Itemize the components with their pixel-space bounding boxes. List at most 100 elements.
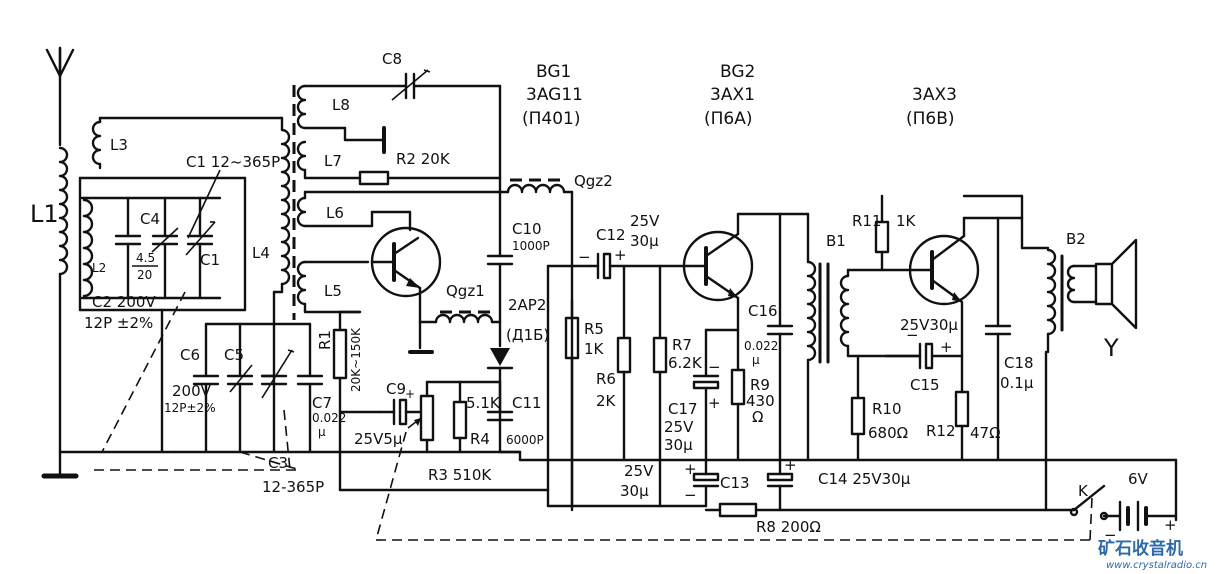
label-r8: R8 200Ω — [756, 518, 821, 536]
label-c2-value: 12P ±2% — [84, 314, 153, 332]
antenna-symbol — [45, 46, 75, 147]
label-switch: K — [1078, 482, 1089, 500]
label-c6: C6 — [180, 346, 200, 364]
watermark-url: www.crystalradio.cn — [1106, 560, 1207, 571]
label-c12-minus: − — [578, 248, 591, 266]
label-c12-c: 30μ — [630, 232, 659, 250]
resistor-r9 — [730, 328, 746, 454]
label-c18-value: 0.1μ — [1000, 374, 1034, 392]
capacitor-c17 — [692, 328, 720, 454]
label-qgz1: Qgz1 — [446, 282, 485, 300]
label-battery-minus: − — [1104, 526, 1117, 544]
label-c15-plus: + — [940, 338, 953, 356]
capacitor-c15 — [884, 342, 964, 370]
label-c6-value: 200V — [172, 382, 212, 400]
label-r4-value: 5.1K — [466, 394, 501, 412]
label-r2: R2 20K — [396, 150, 451, 168]
label-r1: R1 — [316, 330, 334, 350]
capacitor-c12 — [588, 252, 690, 280]
battery-6v — [1102, 500, 1178, 532]
label-c1-range: C1 12~365P — [186, 153, 280, 171]
label-l2: L2 — [92, 261, 106, 275]
label-l8: L8 — [332, 96, 350, 114]
label-c13: C13 — [720, 474, 750, 492]
label-r10: R10 — [872, 400, 902, 418]
capacitor-c13 — [692, 458, 720, 508]
label-r3: R3 510K — [428, 466, 492, 484]
watermark-text: 矿石收音机 — [1098, 538, 1183, 559]
transistor-bg2 — [682, 212, 810, 332]
label-r5: R5 — [584, 320, 604, 338]
label-c12: C12 — [596, 226, 626, 244]
capacitor-c9 — [378, 398, 422, 426]
resistor-r2 — [358, 170, 502, 186]
label-l6: L6 — [326, 204, 344, 222]
capacitor-c6 — [192, 322, 220, 454]
label-r10-value: 680Ω — [868, 424, 908, 442]
coil-l7 — [296, 140, 362, 180]
label-c5: C5 — [224, 346, 244, 364]
label-c17-plus: + — [708, 394, 721, 412]
label-c8: C8 — [382, 50, 402, 68]
label-c18: C18 — [1004, 354, 1034, 372]
coil-l6 — [296, 190, 502, 232]
resistor-r7 — [652, 264, 668, 508]
label-c16-unit: μ — [752, 353, 760, 367]
potentiometer-r3 — [407, 380, 502, 454]
capacitor-c14 — [766, 458, 794, 512]
capacitor-c18 — [984, 216, 1012, 462]
label-r12: R12 — [926, 422, 956, 440]
label-c3-range: 12-365P — [262, 478, 324, 496]
label-r9-value: 430 — [746, 392, 775, 410]
label-c7-unit: μ — [318, 425, 326, 439]
label-c17-v: 25V — [664, 418, 694, 436]
choke-qgz1 — [408, 310, 502, 354]
capacitor-c11 — [486, 380, 514, 422]
label-c15: C15 — [910, 376, 940, 394]
capacitor-c3 — [260, 349, 295, 399]
transistor-bg1 — [370, 226, 442, 324]
resistor-r4 — [452, 380, 468, 454]
label-r9-unit: Ω — [752, 408, 763, 426]
label-c13-minus: − — [684, 486, 697, 504]
label-speaker: Y — [1103, 334, 1119, 362]
label-battery: 6V — [1128, 470, 1149, 488]
label-c2: C2 200V — [92, 293, 156, 311]
label-r11-value: 1K — [896, 212, 917, 230]
transistor-bg3 — [908, 216, 1024, 358]
label-c9: C9 — [386, 380, 406, 398]
coil-l3 — [91, 116, 284, 170]
transformer-b2 — [1020, 194, 1098, 512]
ground-left — [41, 450, 79, 479]
label-battery-plus: + — [1164, 516, 1177, 534]
label-c9-value: 25V5μ — [354, 430, 403, 448]
speaker-icon — [1094, 238, 1138, 330]
label-r6: R6 — [596, 370, 616, 388]
label-c11-value: 6000P — [506, 433, 544, 447]
label-c10-value: 1000P — [512, 239, 550, 253]
label-c14-plus: + — [784, 456, 797, 474]
label-c12-plus: + — [614, 246, 627, 264]
capacitor-c8 — [391, 69, 502, 101]
coil-l1 — [58, 146, 69, 454]
label-c11: C11 — [512, 394, 542, 412]
coil-l8 — [296, 84, 402, 154]
label-c17-minus: − — [708, 358, 721, 376]
tuned-circuit-box — [78, 169, 247, 312]
label-c15-value: 25V30μ — [900, 316, 958, 334]
label-c13-v: 25V — [624, 462, 654, 480]
label-c17: C17 — [668, 400, 698, 418]
label-c4: C4 — [140, 210, 160, 228]
switch-k — [1069, 484, 1109, 521]
label-c4-value-top: 4.5 — [136, 251, 155, 265]
label-diode-equiv: (Д1Б) — [506, 326, 549, 344]
label-c7: C7 — [312, 394, 332, 412]
label-bg2-equiv: (Π6A) — [704, 109, 753, 129]
label-c17-c: 30μ — [664, 436, 693, 454]
label-r4: R4 — [470, 430, 490, 448]
label-bg2: BG2 — [720, 62, 755, 82]
resistor-r11 — [874, 194, 890, 272]
label-r7: R7 — [672, 336, 692, 354]
